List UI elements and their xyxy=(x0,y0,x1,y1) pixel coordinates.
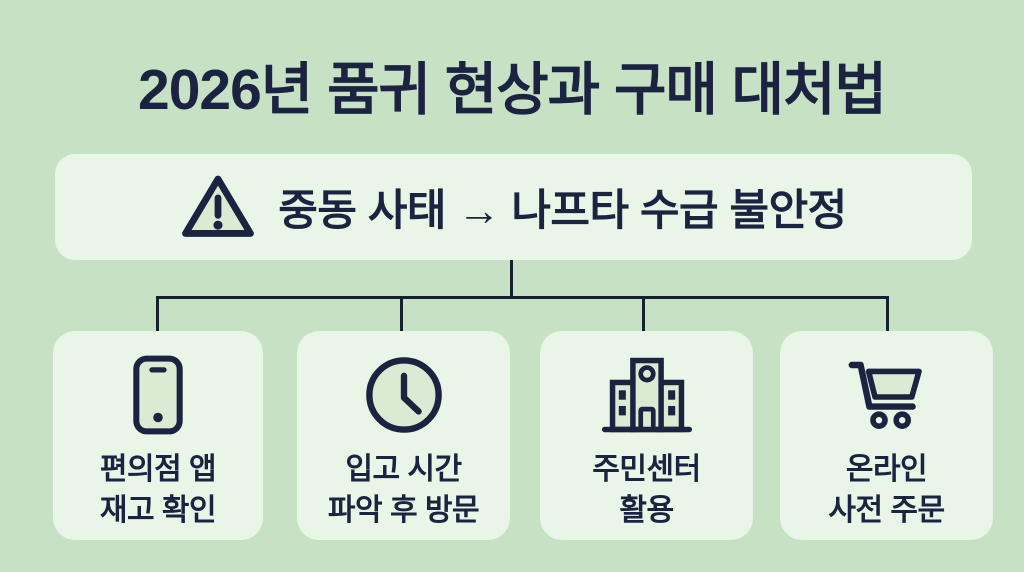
card-convenience-app: 편의점 앱 재고 확인 xyxy=(53,331,263,540)
connector-bar xyxy=(156,296,889,299)
smartphone-icon xyxy=(132,349,184,441)
clock-icon xyxy=(363,349,445,441)
connector-drop-2 xyxy=(400,298,403,331)
card-community-center: 주민센터 활용 xyxy=(540,331,753,540)
shopping-cart-icon xyxy=(847,349,927,441)
card-label-line2: 재고 확인 xyxy=(99,494,217,527)
warning-triangle-icon xyxy=(180,173,256,241)
card-label-line1: 주민센터 xyxy=(592,453,701,486)
connector-drop-3 xyxy=(642,298,645,331)
card-label-line1: 온라인 xyxy=(845,453,928,486)
card-label: 주민센터 활용 xyxy=(592,449,701,531)
card-label: 입고 시간 파악 후 방문 xyxy=(327,449,480,531)
building-icon xyxy=(600,349,694,441)
card-label-line2: 파악 후 방문 xyxy=(327,494,480,527)
card-label-line1: 편의점 앱 xyxy=(99,453,217,486)
card-label-line1: 입고 시간 xyxy=(345,453,462,486)
connector-drop-1 xyxy=(156,298,159,331)
card-label-line2: 활용 xyxy=(619,494,674,527)
connector-stub xyxy=(510,260,513,298)
alert-banner: 중동 사태 → 나프타 수급 불안정 xyxy=(55,154,972,260)
card-label: 온라인 사전 주문 xyxy=(828,449,945,531)
card-label: 편의점 앱 재고 확인 xyxy=(99,449,217,531)
card-label-line2: 사전 주문 xyxy=(828,494,945,527)
page-title: 2026년 품귀 현상과 구매 대처법 xyxy=(138,58,887,122)
card-online-preorder: 온라인 사전 주문 xyxy=(780,331,993,540)
connector-drop-4 xyxy=(886,298,889,331)
alert-banner-text: 중동 사태 → 나프타 수급 불안정 xyxy=(278,187,847,235)
card-restock-time: 입고 시간 파악 후 방문 xyxy=(297,331,510,540)
